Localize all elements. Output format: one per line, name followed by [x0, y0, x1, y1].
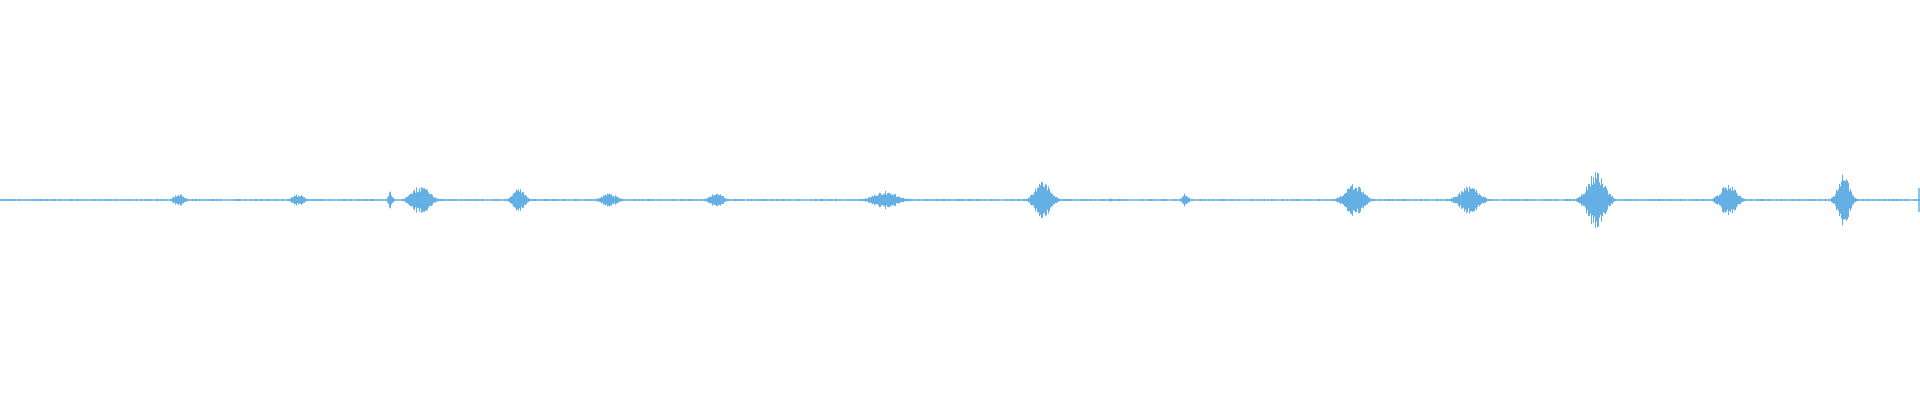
waveform-trace — [0, 172, 1920, 228]
